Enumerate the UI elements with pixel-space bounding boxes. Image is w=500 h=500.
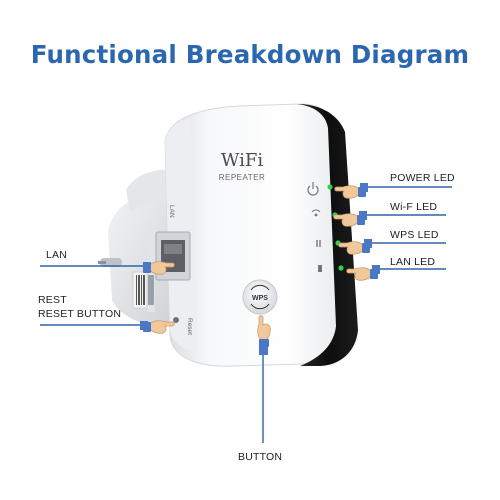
callout-power-led: POWER LED (390, 172, 455, 184)
device-brand: WiFi (221, 150, 263, 171)
wps-button: WPS (242, 279, 278, 315)
wifi-signal-icon (311, 209, 321, 217)
diagram-title: Functional Breakdown Diagram (30, 40, 470, 69)
wps-icon (316, 240, 321, 247)
callout-wps-led: WPS LED (390, 229, 439, 241)
reset-pinhole (173, 317, 179, 323)
leader-lines (40, 186, 452, 443)
lan-led (338, 265, 344, 271)
reset-label: Reset (186, 318, 193, 335)
callout-lan-led: LAN LED (390, 256, 436, 268)
plug-pin (100, 258, 122, 267)
device-model: REPEATER (219, 173, 266, 182)
callout-reset-button: RESET BUTTON (38, 308, 122, 320)
port-label: LAN (168, 205, 175, 218)
lan-led-icon (318, 265, 322, 272)
callout-tags (140, 183, 380, 355)
power-icon (307, 182, 319, 196)
callout-button: BUTTON (238, 451, 283, 463)
callout-lan: LAN (46, 249, 68, 261)
callout-wifi-led: Wi-F LED (390, 201, 438, 213)
callout-rest: REST (38, 294, 67, 306)
barcode-sticker (132, 271, 148, 309)
wps-button-label: WPS (252, 295, 268, 302)
plug-housing (98, 169, 176, 327)
power-led (327, 184, 333, 190)
